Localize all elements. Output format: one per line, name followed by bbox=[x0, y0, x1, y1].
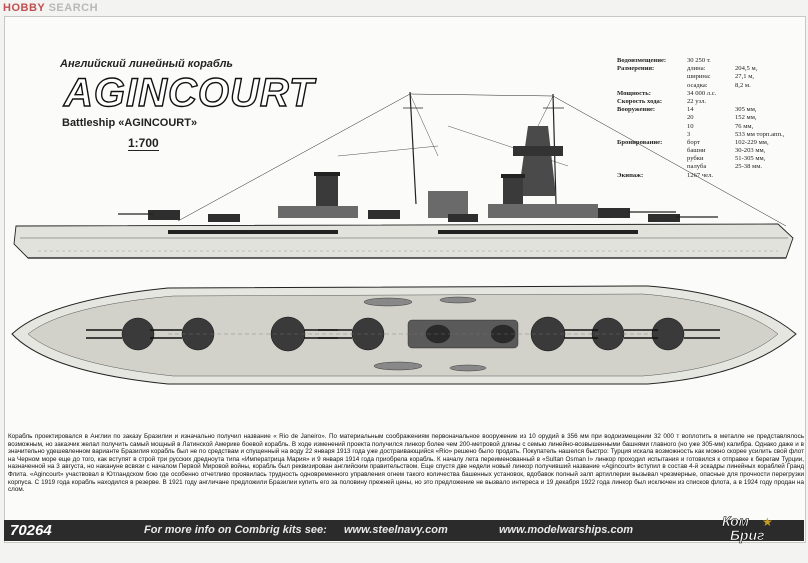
spec-sub: ширина: bbox=[687, 73, 711, 81]
spec-label: Бронирование: bbox=[617, 138, 663, 146]
spec-value: 25-38 мм. bbox=[735, 163, 763, 171]
spec-row: Водоизмещение: 30 250 т. bbox=[617, 57, 807, 65]
spec-label: Скорость хода: bbox=[617, 97, 663, 105]
spec-value: 533 мм торп.апп., bbox=[735, 130, 785, 138]
spec-value: 27,1 м, bbox=[735, 73, 755, 81]
spec-value: 204,5 м, bbox=[735, 65, 758, 73]
spec-sub: осадка: bbox=[687, 81, 708, 89]
ship-name-title: AGINCOURT bbox=[63, 70, 315, 115]
spec-sub: 10 bbox=[687, 122, 694, 130]
spec-value: 22 узл. bbox=[687, 97, 707, 105]
spec-value: 152 мм, bbox=[735, 114, 757, 122]
spec-row: ширина: 27,1 м, bbox=[617, 73, 807, 81]
sheet-frame bbox=[4, 16, 806, 543]
spec-sub: 14 bbox=[687, 106, 694, 114]
watermark-brand: HOBBY bbox=[3, 2, 46, 14]
ship-class-subtitle: Английский линейный корабль bbox=[60, 58, 233, 70]
logo-line1: Ком bbox=[722, 513, 750, 530]
spec-row: 20 152 мм, bbox=[617, 114, 807, 122]
spec-row: Скорость хода: 22 узл. bbox=[617, 98, 807, 106]
spec-sub: борт bbox=[687, 138, 700, 146]
spec-row: Экипаж: 1267 чел. bbox=[617, 172, 807, 180]
spec-label: Мощность: bbox=[617, 89, 651, 97]
steelnavy-link[interactable]: www.steelnavy.com bbox=[344, 524, 448, 536]
specs-table: Водоизмещение: 30 250 т. Размерения: длина:… bbox=[617, 57, 807, 180]
spec-row: Вооружение: 14 305 мм, bbox=[617, 106, 807, 114]
spec-sub: 20 bbox=[687, 114, 694, 122]
spec-value: 34 000 л.с. bbox=[687, 89, 717, 97]
spec-row: Размерения: длина: 204,5 м, bbox=[617, 65, 807, 73]
spec-value: 1267 чел. bbox=[687, 171, 714, 179]
spec-value: 305 мм, bbox=[735, 106, 757, 114]
logo-line2: Бриг bbox=[730, 527, 765, 544]
spec-value: 8,2 м. bbox=[735, 81, 751, 89]
spec-row: палуба 25-38 мм. bbox=[617, 163, 807, 171]
spec-sub: палуба bbox=[687, 163, 707, 171]
scale-label: 1:700 bbox=[128, 136, 159, 151]
watermark-suffix: SEARCH bbox=[45, 2, 99, 14]
ship-deck-plan bbox=[11, 285, 797, 385]
combrig-logo: Ком Бриг ★ bbox=[718, 513, 778, 547]
spec-row: осадка: 8,2 м. bbox=[617, 82, 807, 90]
english-title: Battleship «AGINCOURT» bbox=[62, 117, 198, 129]
spec-value: 51-305 мм, bbox=[735, 155, 766, 163]
star-icon: ★ bbox=[762, 515, 773, 529]
spec-row: 10 76 мм, bbox=[617, 123, 807, 131]
ship-history-text: Корабль проектировался в Англии по заказ… bbox=[8, 433, 804, 494]
spec-row: Мощность: 34 000 л.с. bbox=[617, 90, 807, 98]
spec-sub: длина: bbox=[687, 65, 706, 73]
modelwarships-link[interactable]: www.modelwarships.com bbox=[499, 524, 634, 536]
spec-row: Бронирование: борт 102-229 мм, bbox=[617, 139, 807, 147]
watermark: HOBBY SEARCH bbox=[3, 2, 98, 14]
kit-number: 70264 bbox=[10, 522, 52, 539]
footer-info-text: For more info on Combrig kits see: bbox=[144, 524, 327, 536]
spec-value: 30 250 т. bbox=[687, 57, 711, 64]
spec-label: Водоизмещение: bbox=[617, 57, 667, 64]
spec-value: 102-229 мм, bbox=[735, 138, 769, 146]
spec-value: 76 мм, bbox=[735, 122, 754, 130]
spec-label: Экипаж: bbox=[617, 171, 644, 179]
spec-row: 3 533 мм торп.апп., bbox=[617, 131, 807, 139]
spec-row: башни 30-203 мм, bbox=[617, 147, 807, 155]
ship-side-profile bbox=[13, 91, 794, 259]
spec-row: рубки 51-305 мм, bbox=[617, 155, 807, 163]
spec-label: Размерения: bbox=[617, 65, 655, 73]
footer-bar: 70264 For more info on Combrig kits see:… bbox=[4, 520, 804, 541]
spec-sub: башни bbox=[687, 147, 706, 155]
spec-sub: 3 bbox=[687, 130, 691, 138]
spec-sub: рубки bbox=[687, 155, 704, 163]
spec-value: 30-203 мм, bbox=[735, 147, 766, 155]
spec-label: Вооружение: bbox=[617, 106, 656, 114]
